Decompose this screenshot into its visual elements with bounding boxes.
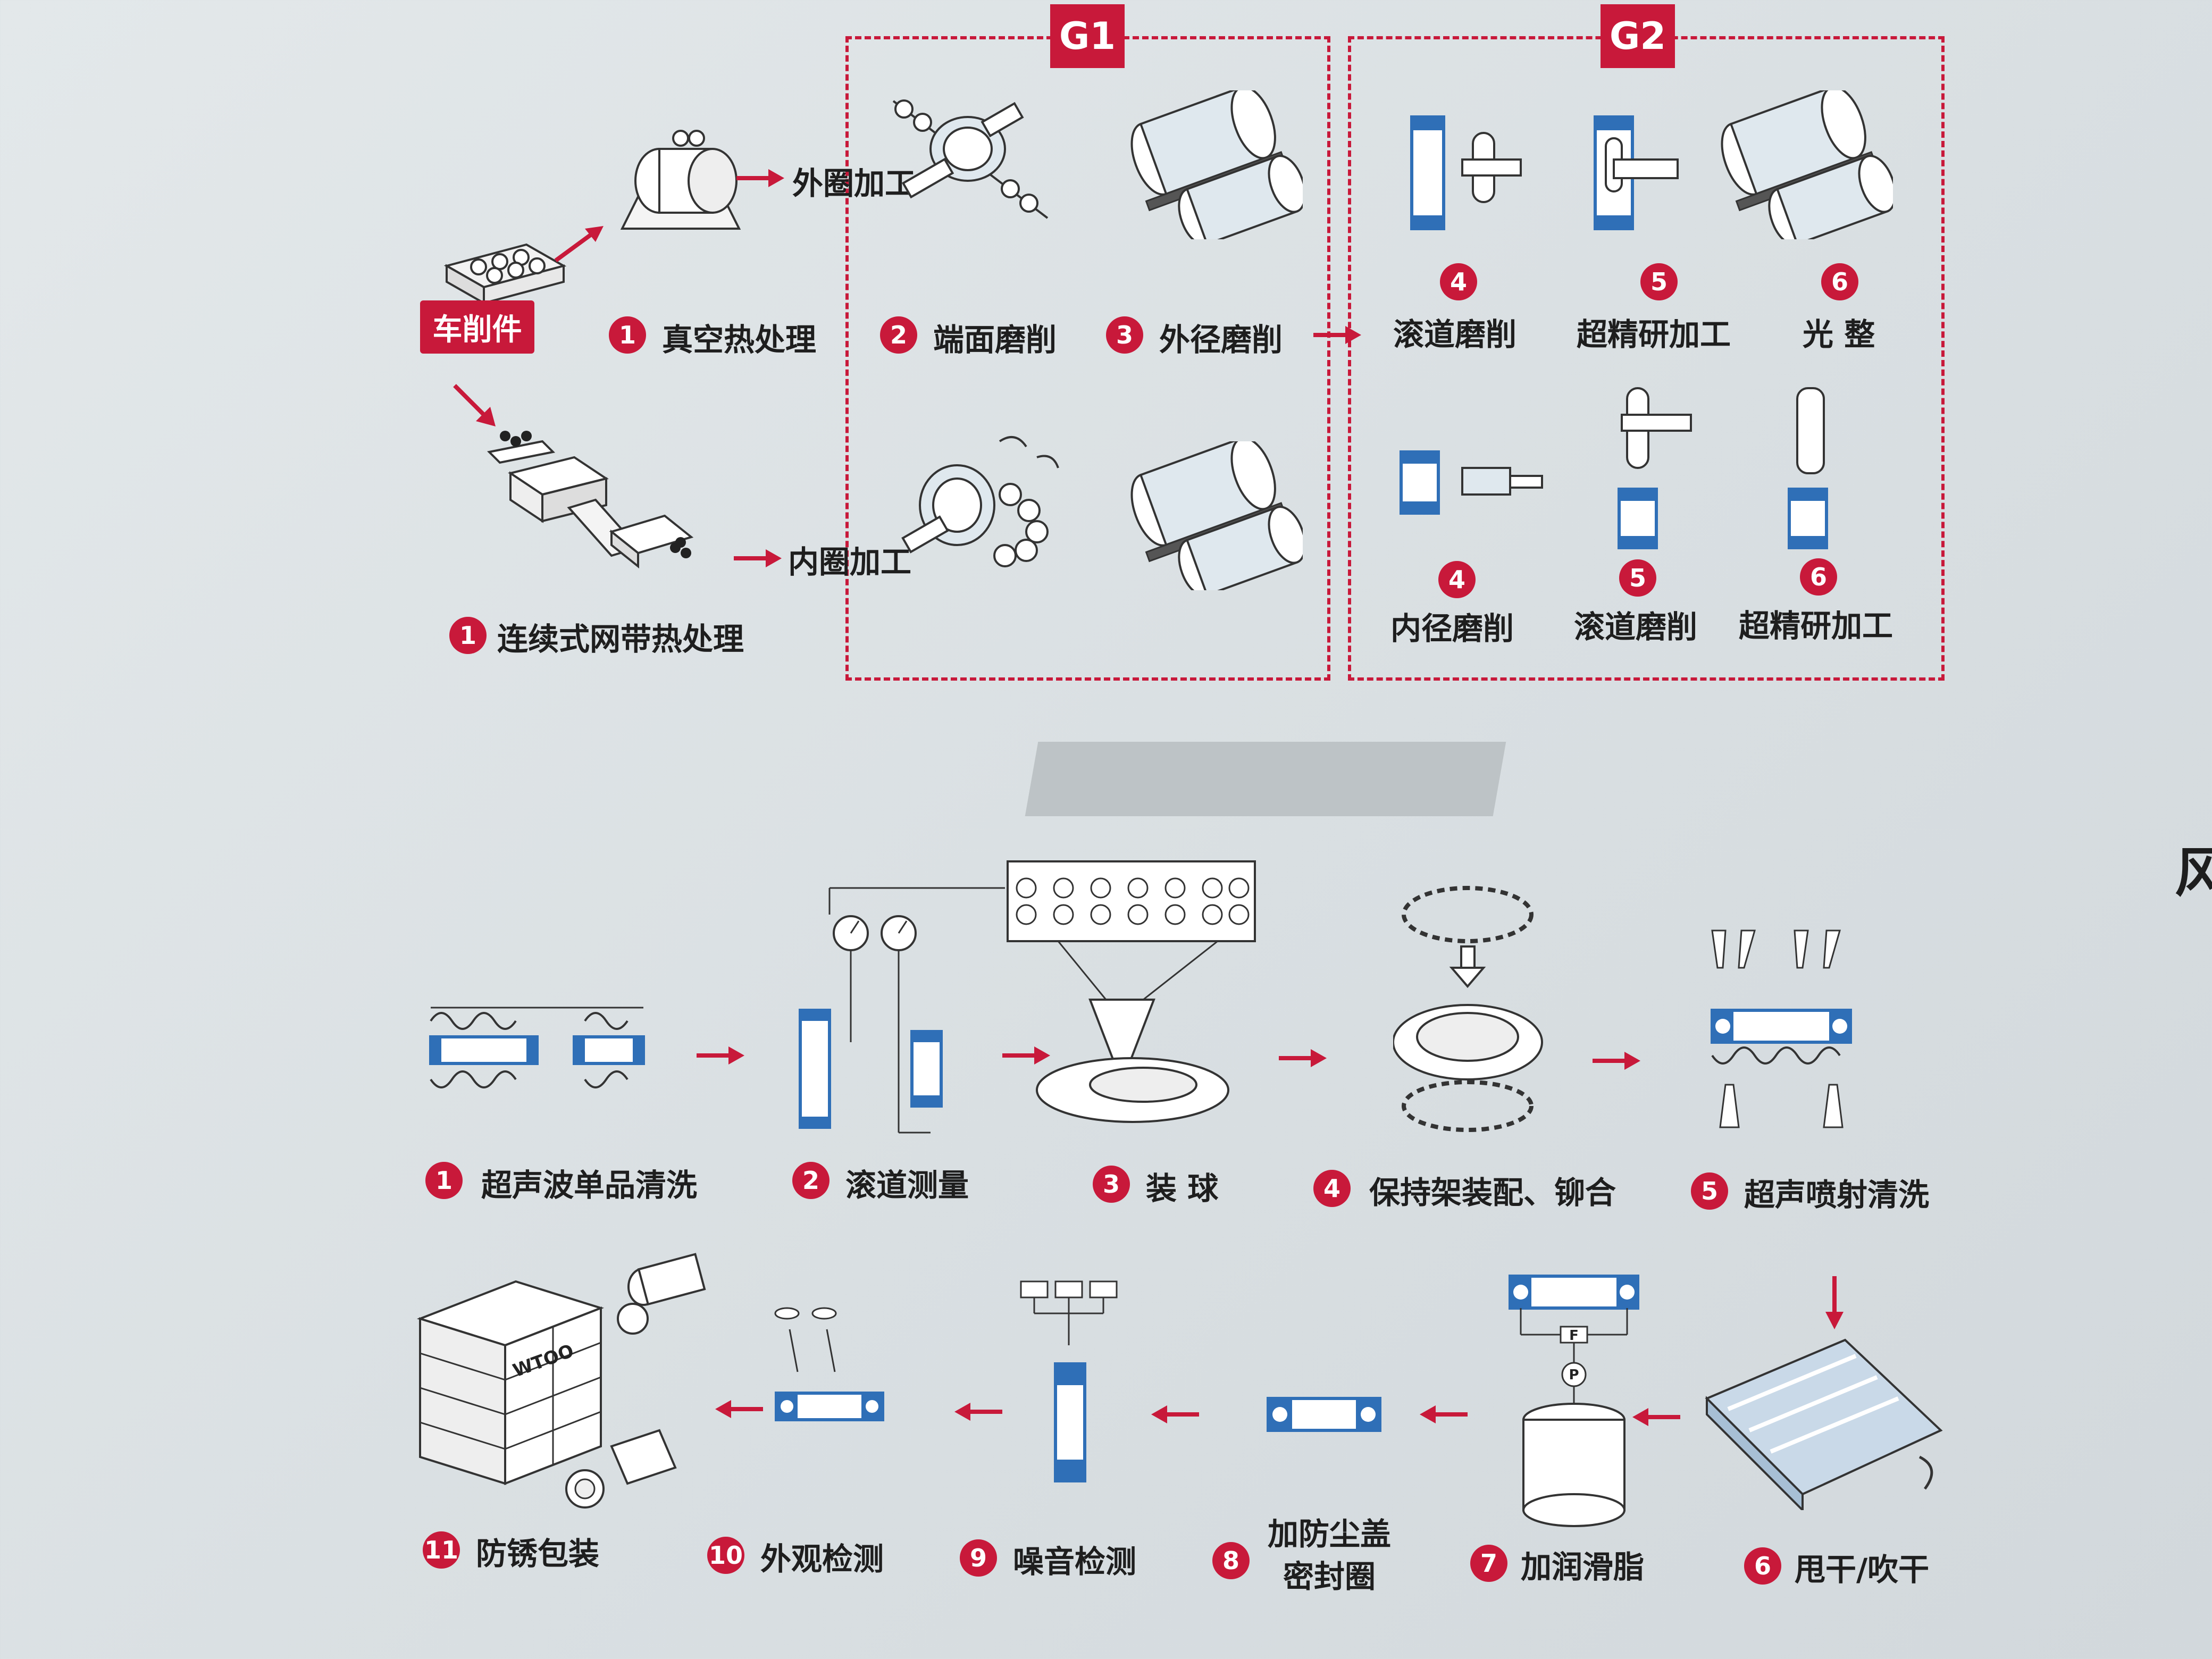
step-label: 真空热处理 <box>662 322 817 358</box>
step-badge: 2 <box>792 1162 830 1199</box>
step-label: 超精研加工 <box>1739 608 1893 644</box>
step-badge: 1 <box>609 316 646 354</box>
arrow-left <box>1420 1405 1468 1423</box>
step-badge: 4 <box>1440 263 1477 300</box>
step-badge: 7 <box>1470 1545 1507 1582</box>
ultrasonic-cleaning-illustration <box>429 1007 645 1088</box>
step-label: 噪音检测 <box>1013 1544 1137 1580</box>
outer-ring-label: 外圈加工 <box>792 165 916 202</box>
arrow-up-right <box>554 226 604 263</box>
step-badge: 1 <box>449 617 487 654</box>
noise-testing-illustration <box>1020 1280 1118 1482</box>
arrow-down <box>1825 1276 1844 1329</box>
step-label: 超声波单品清洗 <box>481 1167 698 1203</box>
step-badge: 5 <box>1640 263 1678 300</box>
arrow-right <box>1002 1046 1050 1065</box>
spin-dryer-illustration <box>1705 1338 1943 1510</box>
step-badge: 4 <box>1313 1170 1351 1207</box>
step-label: 滚道磨削 <box>1574 609 1698 645</box>
inner-superfinishing-illustration <box>1788 387 1828 549</box>
step-label-line2: 密封圈 <box>1283 1559 1376 1595</box>
g1-tag: G1 <box>1050 4 1125 68</box>
step-label: 连续式网带热处理 <box>497 621 744 657</box>
raceway-measurement-illustration <box>799 887 1005 1134</box>
step-badge: 3 <box>1093 1166 1130 1203</box>
arrow-left <box>1632 1408 1680 1426</box>
cage-assembly-illustration <box>1393 886 1543 1132</box>
rust-proof-packaging-illustration: WTOO <box>416 1253 706 1509</box>
raw-parts-tag: 车削件 <box>420 300 534 354</box>
step-badge: 6 <box>1800 558 1837 596</box>
step-badge: 1 <box>425 1162 463 1199</box>
finishing-illustration <box>1721 90 1893 239</box>
arrow-g1-to-g2 <box>1313 326 1361 344</box>
vacuum-furnace-illustration <box>620 130 741 230</box>
g2-tag: G2 <box>1601 4 1675 68</box>
step-label: 外径磨削 <box>1159 322 1283 358</box>
step-badge: 4 <box>1438 561 1476 598</box>
step-label: 光 整 <box>1803 316 1875 353</box>
raceway-grinding-illustration <box>1410 115 1522 230</box>
inner-raceway-grinding-illustration <box>1618 387 1692 549</box>
raw-parts-tray-illustration <box>443 243 567 305</box>
step-badge: 5 <box>1691 1172 1728 1210</box>
mesh-belt-furnace-illustration <box>487 431 694 569</box>
step-label: 保持架装配、铆合 <box>1369 1175 1616 1211</box>
arrow-left <box>715 1400 763 1418</box>
step-label: 超声喷射清洗 <box>1744 1177 1930 1213</box>
grease-filling-illustration: F P <box>1509 1275 1639 1527</box>
step-label: 滚道测量 <box>845 1167 969 1203</box>
inner-ring-label: 内圈加工 <box>788 544 912 580</box>
step-badge: 9 <box>960 1539 997 1577</box>
inner-face-grinding-illustration <box>901 436 1059 567</box>
visual-inspection-illustration <box>774 1307 884 1421</box>
dust-cover-illustration <box>1267 1397 1381 1432</box>
arrow-down-right <box>453 384 496 426</box>
edge-char: 风 <box>2175 842 2212 904</box>
gauge-p-label: P <box>1569 1367 1579 1383</box>
arrow-right-inner <box>734 549 782 567</box>
superfinishing-illustration <box>1594 115 1679 230</box>
step-badge: 11 <box>423 1531 460 1569</box>
step-badge: 6 <box>1821 263 1858 300</box>
arrow-right <box>1593 1052 1640 1070</box>
step-label: 外观检测 <box>760 1541 884 1577</box>
outer-diameter-grinding-illustration <box>1130 90 1303 239</box>
arrow-right-outer <box>736 169 784 187</box>
tape-mark <box>1025 742 1506 816</box>
inner-od-grinding-illustration <box>1130 441 1303 590</box>
gauge-f-label: F <box>1569 1328 1579 1344</box>
step-label-line1: 加防尘盖 <box>1267 1516 1391 1552</box>
step-badge: 10 <box>707 1537 744 1574</box>
step-label: 滚道磨削 <box>1393 316 1517 353</box>
step-label: 内径磨削 <box>1390 610 1514 647</box>
face-grinding-illustration <box>892 99 1049 219</box>
step-label: 端面磨削 <box>933 322 1057 358</box>
ball-loading-illustration <box>1007 860 1256 1123</box>
step-badge: 2 <box>880 316 917 354</box>
step-label: 防锈包装 <box>476 1536 600 1572</box>
step-label: 加润滑脂 <box>1521 1549 1645 1585</box>
step-badge: 3 <box>1106 316 1143 354</box>
arrow-left <box>1151 1405 1199 1423</box>
arrow-left <box>954 1403 1002 1421</box>
arrow-right <box>1279 1049 1327 1067</box>
step-badge: 6 <box>1744 1547 1781 1585</box>
inner-diameter-grinding-illustration <box>1400 450 1543 515</box>
step-badge: 8 <box>1212 1542 1250 1579</box>
arrow-right <box>697 1046 744 1065</box>
spray-cleaning-illustration <box>1711 929 1852 1128</box>
step-label: 甩干/吹干 <box>1795 1552 1930 1588</box>
step-badge: 5 <box>1619 559 1656 597</box>
step-label: 超精研加工 <box>1577 316 1731 353</box>
step-label: 装 球 <box>1146 1170 1219 1206</box>
